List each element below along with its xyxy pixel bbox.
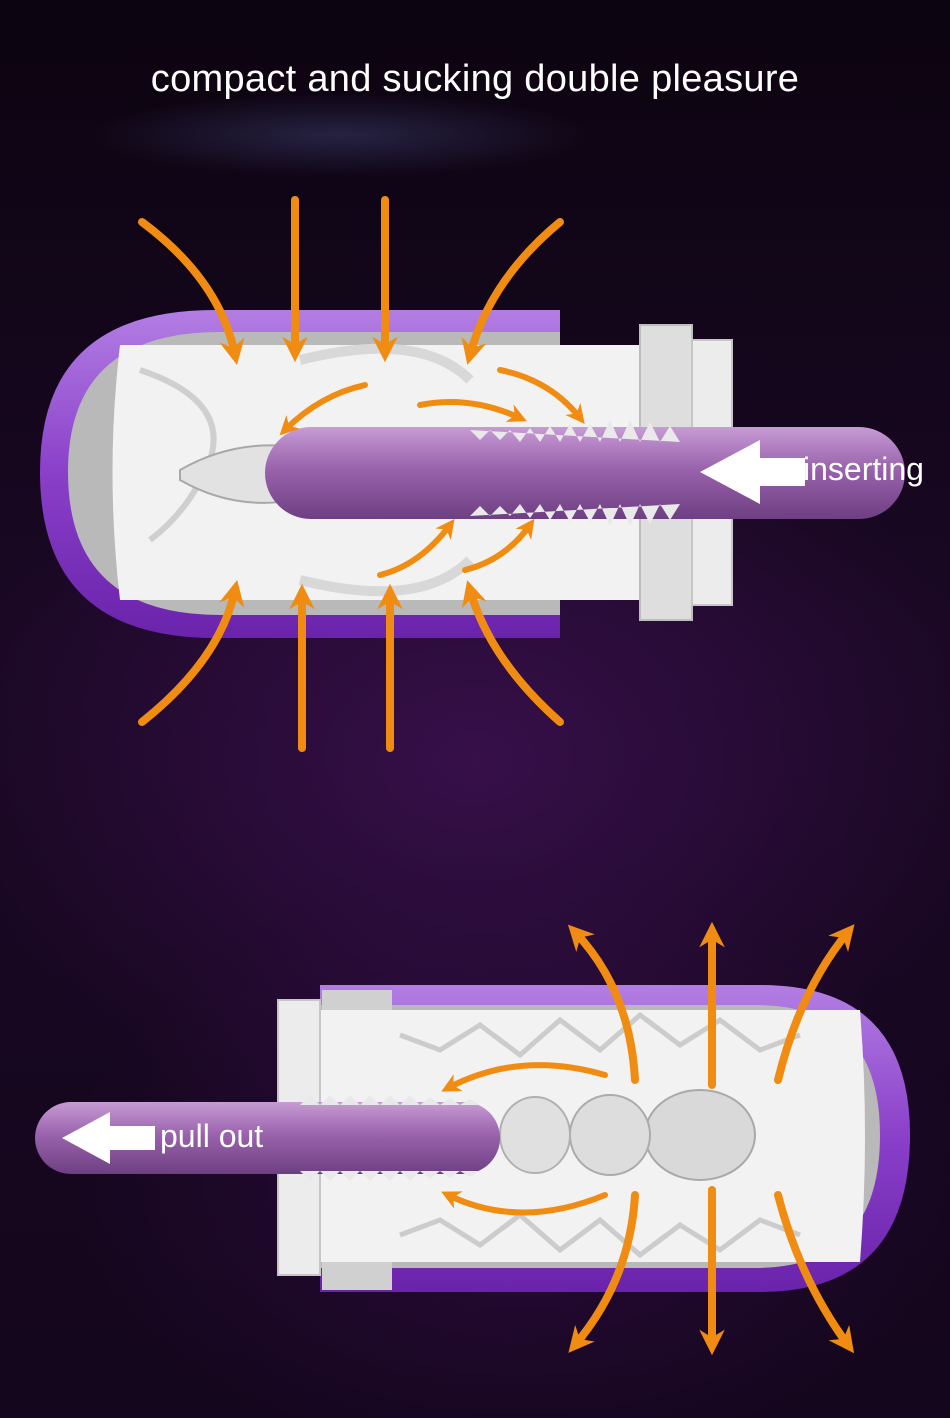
- inserting-label: inserting: [803, 451, 924, 487]
- bottom-rod: [35, 1102, 500, 1174]
- top-diagram: [40, 196, 905, 752]
- inserting-arrow-icon: [700, 440, 805, 504]
- bottom-release-arrows: [441, 921, 855, 1356]
- pull-out-label: pull out: [160, 1118, 264, 1154]
- bottom-diagram: [35, 921, 910, 1356]
- top-suction-arrows: [138, 196, 585, 752]
- page-title: compact and sucking double pleasure: [150, 58, 800, 100]
- pull-out-arrow-icon: [62, 1112, 155, 1164]
